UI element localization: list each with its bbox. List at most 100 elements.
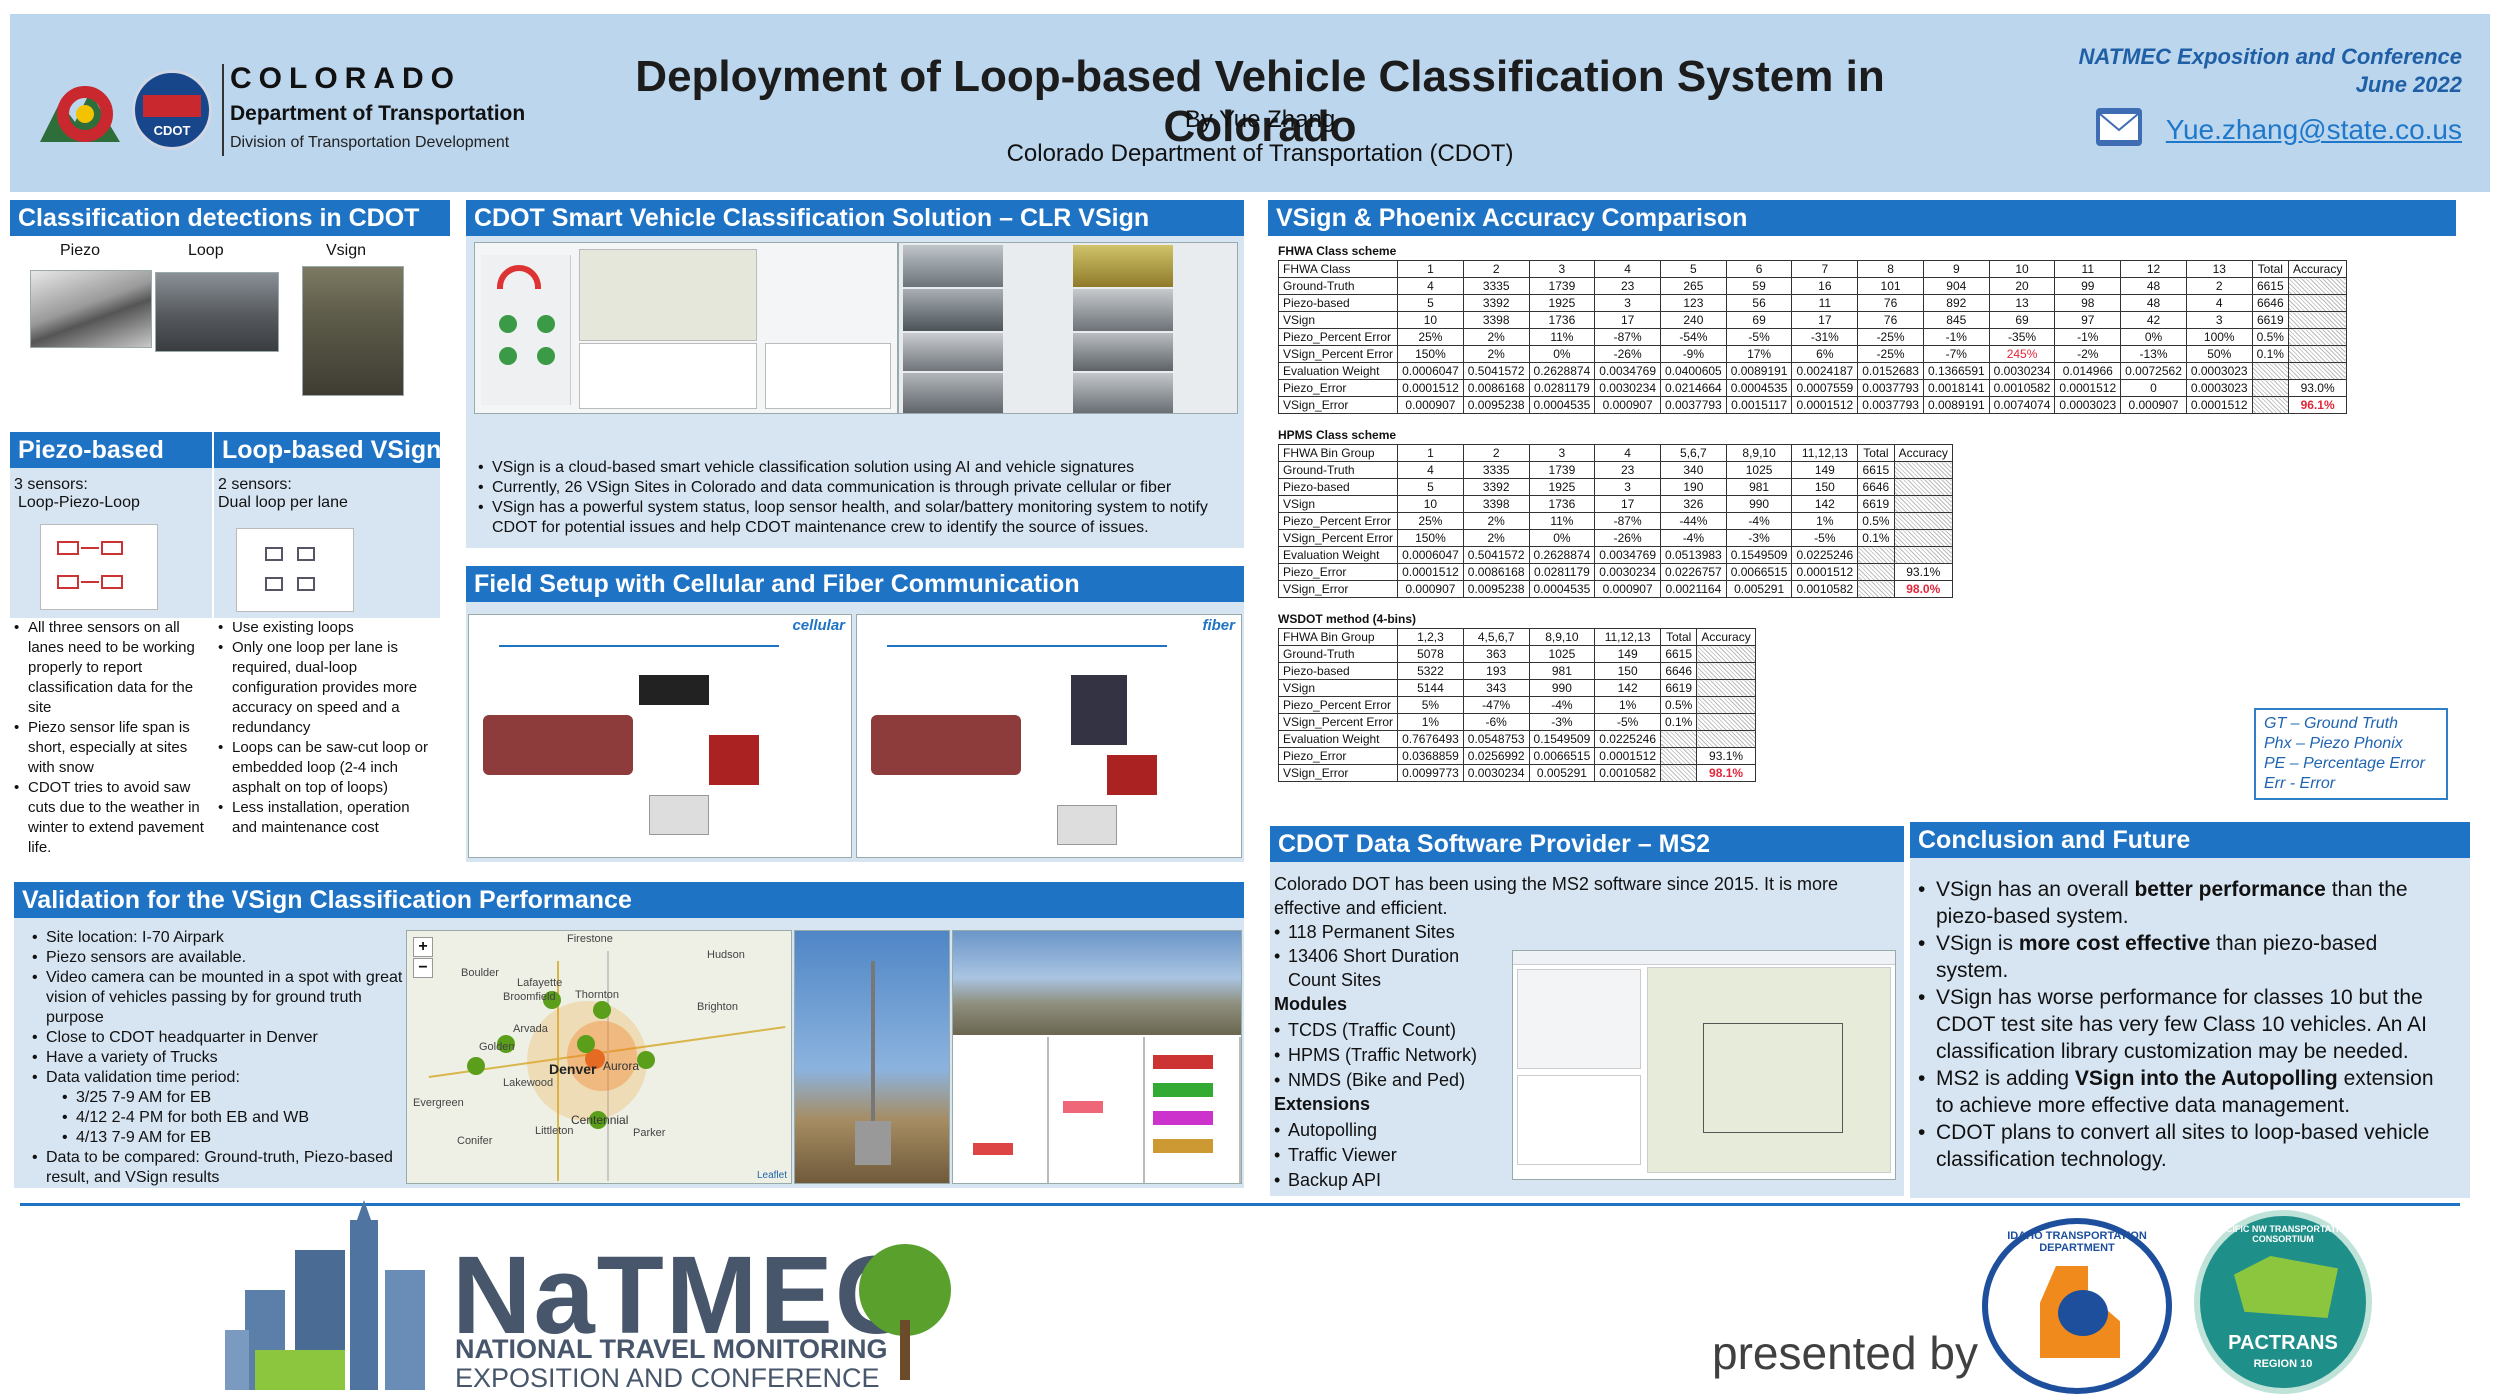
table-cell: 0.0066515 <box>1528 747 1596 765</box>
table-cell: 11,12,13 <box>1791 444 1859 462</box>
poster-title: Deployment of Loop-based Vehicle Classif… <box>635 52 1885 151</box>
piezo-photo <box>30 270 152 348</box>
map-attribution[interactable]: Leaflet <box>756 1170 787 1181</box>
table-cell: 990 <box>1725 495 1793 513</box>
ms2-extension: Traffic Viewer <box>1270 1143 1510 1168</box>
table-cell: 0.014966 <box>2054 362 2122 380</box>
table-cell <box>1893 495 1953 513</box>
piezo-title: Piezo-based <box>10 432 212 468</box>
ms2-extension: Backup API <box>1270 1168 1510 1193</box>
table-cell: 142 <box>1791 495 1859 513</box>
table-cell: 1925 <box>1528 294 1596 312</box>
table-cell: -3% <box>1528 713 1596 731</box>
table-cell: -4% <box>1528 696 1596 714</box>
map-marker[interactable] <box>543 991 561 1009</box>
table-cell: 1736 <box>1528 495 1596 513</box>
map-marker[interactable] <box>637 1051 655 1069</box>
table-cell: 13 <box>2185 260 2253 278</box>
site-map[interactable]: Firestone Hudson Boulder Lafayette Broom… <box>406 930 792 1184</box>
table-cell <box>1893 529 1953 547</box>
piezo-bullet: All three sensors on all lanes need to b… <box>10 618 210 718</box>
table-cell: 0.0281179 <box>1528 379 1596 397</box>
validation-bullet: Site location: I-70 Airpark <box>28 928 404 948</box>
table-cell: 150 <box>1791 478 1859 496</box>
table-cell: 25% <box>1397 512 1464 530</box>
zoom-out-button[interactable]: − <box>413 958 433 978</box>
map-marker[interactable] <box>593 1001 611 1019</box>
table-cell: 11 <box>2054 260 2122 278</box>
table-cell <box>2251 362 2289 380</box>
table-cell: 76 <box>1857 311 1924 329</box>
table-cell: 8 <box>1857 260 1924 278</box>
table-cell: 6615 <box>1659 645 1698 663</box>
map-place: Aurora <box>603 1059 640 1073</box>
table-cell <box>1893 512 1953 530</box>
piezo-panel: Piezo-based 3 sensors: Loop-Piezo-Loop A… <box>10 432 212 860</box>
table-cell: 4 <box>2185 294 2253 312</box>
loop-title: Loop-based VSign <box>214 432 440 468</box>
legend-entry: PE – Percentage Error <box>2264 755 2425 772</box>
table-cell <box>1893 478 1953 496</box>
table-cell: 6646 <box>1857 478 1895 496</box>
fiber-setup-diagram: fiber <box>856 614 1242 858</box>
conclusion-text: VSign is <box>1936 932 2019 955</box>
table-cell: Total <box>1857 444 1895 462</box>
table-cell: 0.0225246 <box>1791 546 1859 564</box>
validation-sub-bullet: 3/25 7-9 AM for EB <box>28 1088 404 1108</box>
row-label-cell: VSign <box>1277 311 1399 329</box>
table-cell: 0.0004535 <box>1528 580 1596 598</box>
table-cell: 23 <box>1594 277 1661 295</box>
table-cell: 0.0010582 <box>1594 764 1661 782</box>
table-cell: 6646 <box>1659 662 1698 680</box>
map-marker[interactable] <box>497 1035 515 1053</box>
table-cell: 0.0001512 <box>1791 563 1859 581</box>
table-cell: 0.0037793 <box>1660 396 1727 414</box>
table-cell: -35% <box>1988 328 2056 346</box>
conclusion-panel: Conclusion and Future VSign has an overa… <box>1910 822 2470 1198</box>
email-link[interactable]: Yue.zhang@state.co.us <box>2165 114 2462 145</box>
table-cell <box>1696 696 1756 714</box>
table-cell: 3 <box>1528 444 1596 462</box>
loop-bullet: Only one loop per lane is required, dual… <box>214 638 438 738</box>
table-cell: 0.0001512 <box>1594 747 1661 765</box>
table-cell: 0.1% <box>1857 529 1895 547</box>
conclusion-title: Conclusion and Future <box>1910 822 2470 858</box>
table-cell <box>1696 662 1756 680</box>
table-cell: 0.0010582 <box>1791 580 1859 598</box>
table-cell: 0.0004535 <box>1725 379 1793 397</box>
ms2-extension: Autopolling <box>1270 1118 1510 1143</box>
table-cell: 42 <box>2120 311 2187 329</box>
table-cell <box>1893 546 1953 564</box>
row-label-cell: FHWA Bin Group <box>1277 444 1399 462</box>
table-cell <box>1696 730 1756 748</box>
table-cell: 892 <box>1922 294 1990 312</box>
map-marker[interactable] <box>577 1035 595 1053</box>
field-panel: Field Setup with Cellular and Fiber Comm… <box>466 566 1244 862</box>
table-cell: -87% <box>1594 512 1661 530</box>
idaho-logo-text: IDAHO TRANSPORTATION DEPARTMENT <box>2007 1230 2147 1254</box>
table-cell: 25% <box>1397 328 1464 346</box>
table-cell: 69 <box>1725 311 1793 329</box>
vsign-bullet: VSign is a cloud-based smart vehicle cla… <box>474 458 1244 478</box>
table-cell: 0.0513983 <box>1660 546 1727 564</box>
table-cell: 0.0281179 <box>1528 563 1596 581</box>
table-cell <box>1696 679 1756 697</box>
table-cell: 0.2628874 <box>1528 362 1596 380</box>
table-cell: 123 <box>1660 294 1727 312</box>
row-label-cell: VSign <box>1277 495 1399 513</box>
conclusion-bullet: VSign is more cost effective than piezo-… <box>1914 930 2454 984</box>
vsign-bullet: VSign has a powerful system status, loop… <box>474 498 1244 538</box>
zoom-in-button[interactable]: + <box>413 937 433 957</box>
map-marker[interactable] <box>589 1111 607 1129</box>
table-cell: 3 <box>2185 311 2253 329</box>
map-marker[interactable] <box>467 1057 485 1075</box>
table-cell <box>2287 345 2348 363</box>
